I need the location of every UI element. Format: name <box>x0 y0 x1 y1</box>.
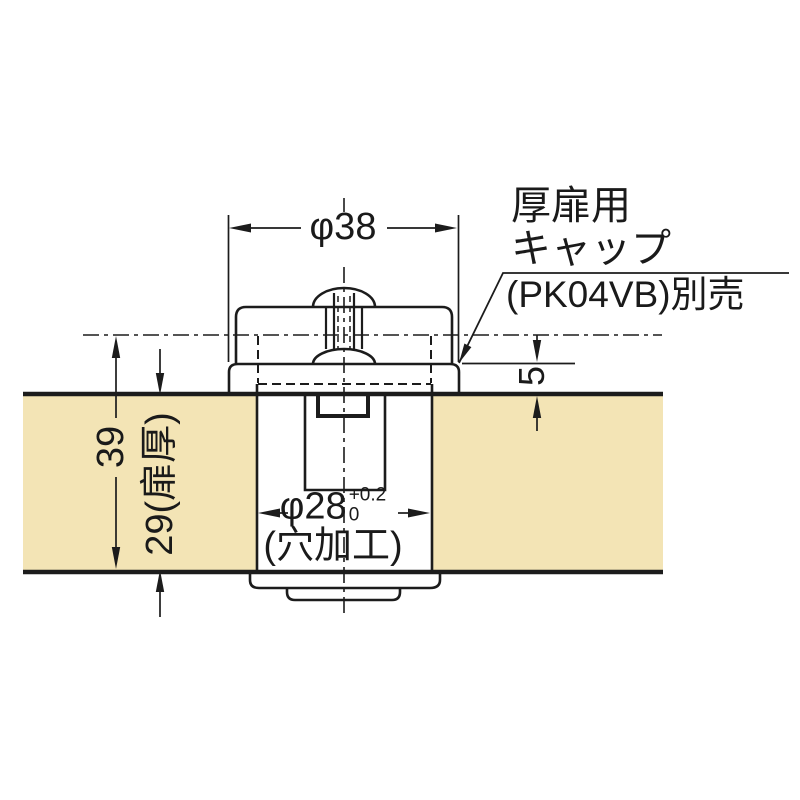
arrow-5-top <box>532 340 542 362</box>
hidden-lines <box>257 296 432 385</box>
arrow-phi28-left <box>258 508 280 518</box>
door-panel-left-fill <box>23 396 256 570</box>
button-dome-upper <box>311 286 377 308</box>
dim-phi28-value: φ28 <box>279 485 347 528</box>
door-panel-right-fill <box>433 396 663 570</box>
dim-phi38-label: φ38 <box>309 206 377 248</box>
button-dome-lower <box>311 347 377 365</box>
leader-line <box>458 272 789 364</box>
arrow-phi28-right <box>408 508 430 518</box>
latch-outline <box>227 286 461 602</box>
dim-phi28-label: φ28 +0.2 0 <box>279 485 387 529</box>
dimension-lines <box>115 227 538 617</box>
dimension-arrowheads <box>111 223 542 592</box>
tolerance-upper: +0.2 <box>348 484 387 506</box>
arrow-phi38-left <box>229 223 251 233</box>
arrow-phi38-right <box>435 223 457 233</box>
callout-leader <box>458 272 789 364</box>
flange-outline <box>227 362 461 392</box>
dim-39-label: 39 <box>90 425 132 469</box>
leader-arrowhead <box>459 343 472 363</box>
bottom-step-outline <box>285 588 402 602</box>
centerlines <box>83 198 662 614</box>
door-panel <box>23 391 663 575</box>
hole-machining-note-label: (穴加工) <box>263 525 403 567</box>
button-stem <box>324 293 364 350</box>
callout-cap-line2: キャップ <box>511 227 671 271</box>
cap-outline <box>234 305 454 363</box>
callout-model-sold-separately-line3: (PK04VB)別売 <box>506 274 745 315</box>
tolerance-lower: 0 <box>348 504 360 525</box>
bottom-flange-outline <box>248 574 442 590</box>
arrow-39-bottom <box>111 547 121 569</box>
arrow-5-bottom <box>532 396 542 418</box>
inner-slot-outline <box>316 396 370 418</box>
inner-body-outline <box>303 396 387 492</box>
dim-5-label: 5 <box>511 365 552 387</box>
callout-thick-door-line1: 厚扉用 <box>511 184 631 228</box>
extension-lines <box>227 215 575 365</box>
dim-29-door-thickness-label: 29(扉厚) <box>139 412 181 556</box>
arrow-39-top <box>111 336 121 358</box>
arrow-29-top <box>155 373 165 395</box>
arrow-29-bottom <box>155 570 165 592</box>
dim-phi28-tolerance: +0.2 0 <box>349 485 387 525</box>
